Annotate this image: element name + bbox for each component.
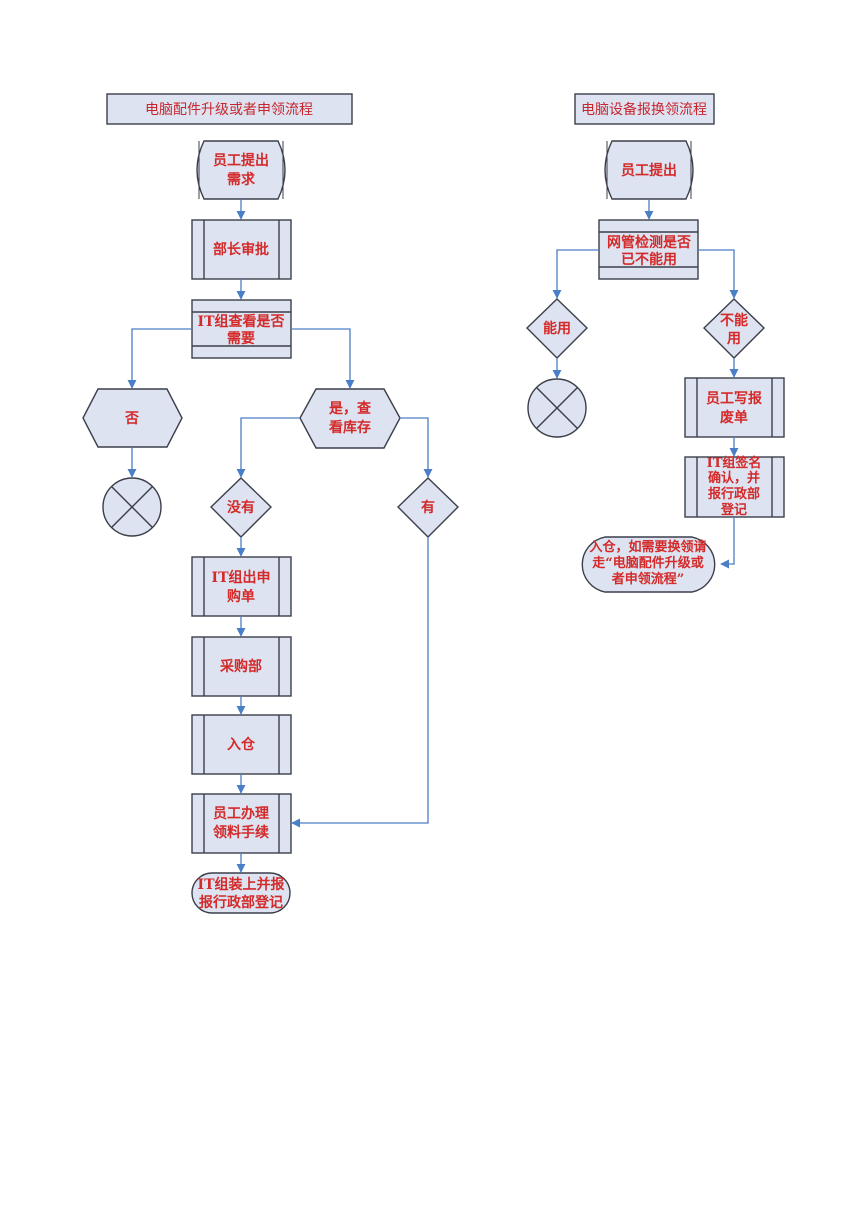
collect-label-1: 员工办理 (213, 805, 269, 822)
yes-check-label-2: 看库存 (328, 419, 371, 436)
right-end-label-1: 入仓，如需要换领请 (589, 539, 706, 555)
it-check-label-1: IT组查看是否 (198, 313, 285, 330)
left-connectors (127, 199, 433, 873)
scrap-form-label-2: 废单 (720, 409, 748, 426)
it-sign-label-3: 报行政部 (708, 486, 760, 502)
it-sign-label-4: 登记 (720, 502, 747, 518)
left-flowchart: 电脑配件升级或者申领流程 员工提出 需求 部长审批 IT组查看是否 需要 否 (82, 93, 459, 914)
none-label: 没有 (227, 499, 255, 516)
unusable-label-1: 不能 (720, 312, 748, 329)
purchase-request-label-2: 购单 (227, 588, 255, 605)
collect-label-2: 领料手续 (213, 824, 269, 841)
have-label: 有 (421, 499, 435, 516)
purchasing-node: 采购部 (191, 636, 292, 697)
usable-decision-node: 能用 (526, 298, 588, 359)
network-check-label-2: 已不能用 (621, 251, 677, 268)
right-end-node: 入仓，如需要换领请 走“电脑配件升级或 者申领流程” (581, 536, 716, 593)
it-sign-label-2: 确认，并 (708, 470, 760, 486)
none-decision-node: 没有 (210, 477, 272, 538)
unusable-decision-node: 不能 用 (703, 298, 765, 359)
left-terminate-node (102, 477, 162, 537)
left-end-label-2: 报行政部登记 (199, 894, 283, 911)
right-title-box: 电脑设备报换领流程 (574, 93, 715, 125)
no-label: 否 (124, 411, 139, 427)
purchase-request-node: IT组出申 购单 (191, 556, 292, 617)
left-start-label-1: 员工提出 (213, 152, 269, 169)
it-check-node: IT组查看是否 需要 (191, 299, 292, 359)
network-check-label-1: 网管检测是否 (607, 234, 691, 251)
it-check-label-2: 需要 (227, 330, 255, 347)
approve-label: 部长审批 (213, 241, 269, 258)
collect-node: 员工办理 领料手续 (191, 793, 292, 854)
network-check-node: 网管检测是否 已不能用 (598, 219, 699, 280)
unusable-label-2: 用 (727, 331, 741, 347)
right-end-label-3: 者申领流程” (611, 571, 684, 587)
have-decision-node: 有 (397, 477, 459, 538)
right-end-label-2: 走“电脑配件升级或 (592, 555, 703, 571)
left-end-node: IT组装上并报 报行政部登记 (191, 872, 291, 914)
purchase-request-label-1: IT组出申 (212, 569, 271, 586)
it-sign-node: IT组签名 确认，并 报行政部 登记 (684, 455, 785, 518)
scrap-form-node: 员工写报 废单 (684, 377, 785, 438)
right-terminate-node (527, 378, 587, 438)
yes-check-node: 是，查 看库存 (299, 388, 401, 449)
warehouse-label: 入仓 (227, 736, 256, 753)
left-start-label-2: 需求 (227, 171, 256, 188)
right-title: 电脑设备报换领流程 (581, 101, 707, 118)
yes-check-label-1: 是，查 (329, 400, 372, 417)
left-end-label-1: IT组装上并报 (198, 876, 285, 893)
left-start-node: 员工提出 需求 (196, 140, 286, 200)
right-flowchart: 电脑设备报换领流程 员工提出 网管检测是否 已不能用 能用 不能 用 (526, 93, 785, 593)
purchasing-label: 采购部 (219, 658, 262, 675)
it-sign-label-1: IT组签名 (707, 455, 762, 471)
right-connectors (552, 199, 739, 569)
right-start-node: 员工提出 (604, 140, 694, 200)
scrap-form-label-1: 员工写报 (706, 391, 762, 407)
left-title-box: 电脑配件升级或者申领流程 (106, 93, 353, 125)
left-title: 电脑配件升级或者申领流程 (145, 102, 313, 118)
warehouse-node: 入仓 (191, 714, 292, 775)
approve-node: 部长审批 (191, 219, 292, 280)
right-start-label: 员工提出 (621, 162, 677, 179)
no-node: 否 (82, 388, 183, 448)
usable-label: 能用 (543, 320, 571, 337)
